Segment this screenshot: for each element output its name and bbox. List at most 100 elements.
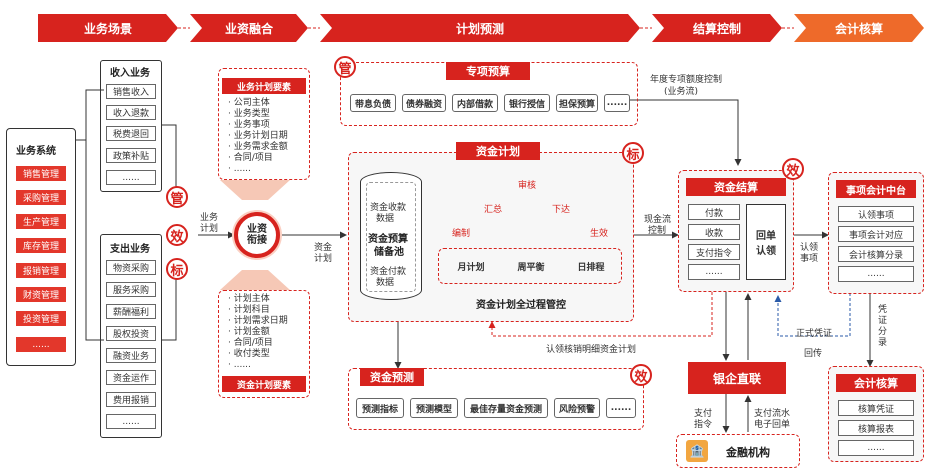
forecast-model[interactable]: 预测模型	[410, 398, 458, 418]
hub-label-1: 业资	[247, 224, 267, 235]
pool-payment-1: 资金付款	[370, 267, 407, 277]
bank-link[interactable]: 银企直联	[688, 362, 786, 394]
income-item-more[interactable]: ......	[106, 170, 156, 185]
special-budget-note-1: 年度专项额度控制	[650, 75, 723, 85]
acct-voucher[interactable]: 核算凭证	[838, 400, 914, 416]
cycle-weekly[interactable]: 周平衡	[517, 262, 545, 273]
fund-element-item: 计划金额	[228, 327, 288, 338]
budget-item-more[interactable]: ......	[604, 94, 630, 112]
receipt-claim-box[interactable]: 回单 认领	[746, 204, 786, 280]
flow-effective[interactable]: 生效	[590, 229, 609, 239]
budget-item-internal-loan[interactable]: 内部借款	[452, 94, 498, 112]
forecast-more[interactable]: ......	[606, 398, 636, 418]
settlement-receive[interactable]: 收款	[688, 224, 740, 240]
voucher-sort-3: 分	[878, 327, 888, 337]
system-item-inventory[interactable]: 库存管理	[16, 238, 66, 253]
cycle-daily[interactable]: 日排程	[577, 262, 605, 273]
fund-plan-label-2: 计划	[314, 254, 333, 264]
settlement-pay[interactable]: 付款	[688, 204, 740, 220]
marker-biao: 标	[166, 258, 188, 280]
fund-pool-inner	[366, 182, 416, 292]
fund-plan-label-1: 资金	[314, 243, 333, 253]
system-item-treasury[interactable]: 财资管理	[16, 287, 66, 302]
income-box	[100, 60, 162, 192]
financial-institution-label: 金融机构	[726, 446, 770, 459]
forecast-risk-warning[interactable]: 风险预警	[554, 398, 600, 418]
business-system-box	[6, 128, 76, 366]
acct-report[interactable]: 核算报表	[838, 420, 914, 436]
pool-receipt-2: 数据	[376, 214, 395, 224]
pool-receipt-1: 资金收款	[370, 203, 407, 213]
acct-center-title: 事项会计中台	[836, 180, 916, 198]
cycle-monthly[interactable]: 月计划	[457, 262, 485, 273]
fund-element-item: 计划主体	[228, 294, 288, 305]
system-item-investment[interactable]: 投资管理	[16, 311, 66, 326]
biz-elements-title: 业务计划要素	[222, 78, 306, 94]
income-item-sales[interactable]: 销售收入	[106, 84, 156, 99]
expense-item-more[interactable]: ......	[106, 414, 156, 429]
expense-item-service[interactable]: 服务采购	[106, 282, 156, 297]
bank-building-icon: 🏦	[686, 440, 708, 462]
acct-center-more[interactable]: ......	[838, 266, 914, 282]
marker-guan-budget: 管	[334, 56, 356, 78]
pay-flow-2: 电子回单	[754, 420, 791, 430]
claim-note: 认领核销明细资金计划	[546, 345, 637, 355]
fund-element-item: 收付类型	[228, 349, 288, 360]
expense-box	[100, 234, 162, 438]
expense-item-equity[interactable]: 股权投资	[106, 326, 156, 341]
voucher-sort-1: 凭	[878, 305, 888, 315]
flow-review[interactable]: 审核	[518, 181, 537, 191]
claim-label: 认领	[756, 246, 776, 257]
system-item-purchase[interactable]: 采购管理	[16, 190, 66, 205]
marker-xiao-settlement: 效	[782, 158, 804, 180]
biz-element-item: 合同/项目	[228, 153, 288, 164]
expense-item-payroll[interactable]: 薪酬福利	[106, 304, 156, 319]
header-business-fund-fusion: 业资融合	[190, 14, 308, 42]
forecast-indicator[interactable]: 预测指标	[356, 398, 404, 418]
business-system-title: 业务系统	[16, 146, 56, 157]
settlement-pay-instruction[interactable]: 支付指令	[688, 244, 740, 260]
acct-center-claim[interactable]: 认领事项	[838, 206, 914, 222]
expense-item-material[interactable]: 物资采购	[106, 260, 156, 275]
forecast-box	[348, 368, 644, 430]
acct-more[interactable]: ......	[838, 440, 914, 456]
marker-xiao: 效	[166, 224, 188, 246]
income-item-subsidy[interactable]: 政策补贴	[106, 148, 156, 163]
marker-guan: 管	[166, 186, 188, 208]
pool-payment-2: 数据	[376, 278, 395, 288]
biz-element-item: 公司主体	[228, 98, 288, 109]
pool-budget-1: 资金预算	[368, 234, 408, 245]
system-item-sales[interactable]: 销售管理	[16, 166, 66, 181]
biz-plan-label-2: 计划	[200, 224, 219, 234]
expense-title: 支出业务	[110, 244, 150, 255]
claim-item-label-2: 事项	[800, 254, 819, 264]
header-settlement-control: 结算控制	[652, 14, 782, 42]
expense-item-operation[interactable]: 资金运作	[106, 370, 156, 385]
acct-center-entry[interactable]: 会计核算分录	[838, 246, 914, 262]
flow-issue[interactable]: 下达	[552, 205, 571, 215]
income-item-refund[interactable]: 收入退款	[106, 105, 156, 120]
hub-circle[interactable]: 业资 衔接	[234, 212, 280, 258]
flow-compile[interactable]: 编制	[452, 229, 471, 239]
expense-item-expense[interactable]: 费用报销	[106, 392, 156, 407]
cashflow-label-1: 现金流	[644, 215, 672, 225]
expense-item-financing[interactable]: 融资业务	[106, 348, 156, 363]
budget-item-bank-credit[interactable]: 银行授信	[504, 94, 550, 112]
system-item-reimbursement[interactable]: 报销管理	[16, 263, 66, 278]
pay-flow-1: 支付流水	[754, 409, 791, 419]
budget-item-bond[interactable]: 债券融资	[402, 94, 446, 112]
pool-budget-2: 储备池	[374, 247, 404, 258]
marker-xiao-forecast: 效	[630, 364, 652, 386]
forecast-optimal-stock[interactable]: 最佳存量资金预测	[464, 398, 548, 418]
acct-center-mapping[interactable]: 事项会计对应	[838, 226, 914, 242]
flow-summary[interactable]: 汇总	[484, 205, 503, 215]
system-item-production[interactable]: 生产管理	[16, 214, 66, 229]
income-item-tax-refund[interactable]: 税费退回	[106, 126, 156, 141]
system-item-more[interactable]: ......	[16, 337, 66, 352]
settlement-more[interactable]: ......	[688, 264, 740, 280]
fund-elements-list: 计划主体 计划科目 计划需求日期 计划金额 合同/项目 收付类型 ......	[228, 294, 288, 371]
cycle-box	[438, 248, 622, 284]
budget-item-guarantee[interactable]: 担保预算	[556, 94, 598, 112]
claim-item-label-1: 认领	[800, 243, 819, 253]
budget-item-interest-debt[interactable]: 带息负债	[350, 94, 396, 112]
